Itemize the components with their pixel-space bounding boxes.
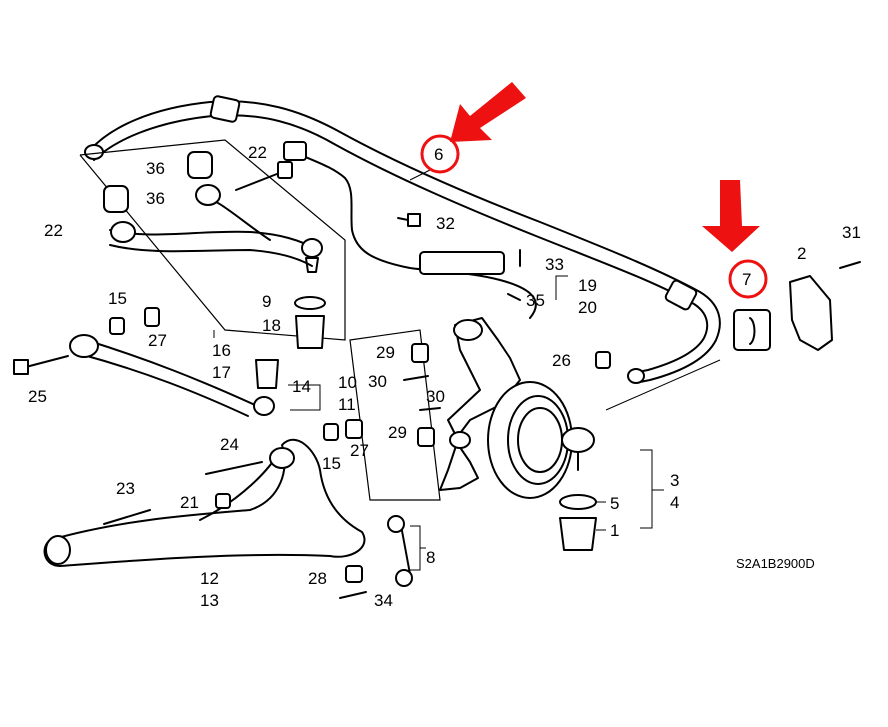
callout-labels: 6 7 36 36 22 22 32 33 19 20 35 31 2 9 18… [28, 143, 861, 610]
knuckle-hub [349, 317, 573, 501]
label-35: 35 [526, 291, 545, 310]
label-30a: 30 [368, 372, 387, 391]
label-15b: 15 [322, 454, 341, 473]
highlight-7 [702, 180, 768, 299]
label-27b: 27 [350, 441, 369, 460]
stabilizer-bushing [733, 261, 861, 351]
label-29a: 29 [376, 343, 395, 362]
label-27a: 27 [148, 331, 167, 350]
label-30b: 30 [426, 387, 445, 406]
label-15a: 15 [108, 289, 127, 308]
stabilizer-bar [84, 95, 721, 384]
callout-6: 6 [434, 145, 443, 164]
red-arrow-icon [450, 82, 526, 142]
label-4: 4 [670, 493, 679, 512]
label-9: 9 [262, 292, 271, 311]
red-arrow-icon [702, 180, 760, 252]
label-2: 2 [797, 244, 806, 263]
diagram-code: S2A1B2900D [736, 556, 815, 571]
label-36b: 36 [146, 189, 165, 208]
red-circle-icon [728, 259, 768, 299]
leader-lines [213, 169, 721, 571]
label-12: 12 [200, 569, 219, 588]
label-33: 33 [545, 255, 564, 274]
label-26: 26 [552, 351, 571, 370]
label-3: 3 [670, 471, 679, 490]
label-21: 21 [180, 493, 199, 512]
callout-7: 7 [742, 270, 751, 289]
upper-arm-assembly [79, 139, 346, 349]
label-25: 25 [28, 387, 47, 406]
highlight-6 [420, 82, 526, 174]
label-34: 34 [374, 591, 393, 610]
label-8: 8 [426, 548, 435, 567]
label-31: 31 [842, 223, 861, 242]
label-1: 1 [610, 521, 619, 540]
toe-link [13, 307, 279, 417]
label-10: 10 [338, 373, 357, 392]
label-20: 20 [578, 298, 597, 317]
label-24: 24 [220, 435, 239, 454]
label-13: 13 [200, 591, 219, 610]
label-11: 11 [338, 395, 356, 414]
abs-sensor-harness [283, 141, 537, 319]
ball-joint [559, 427, 597, 551]
label-5: 5 [610, 494, 619, 513]
label-17: 17 [212, 363, 231, 382]
label-23: 23 [116, 479, 135, 498]
lower-arm [43, 419, 366, 567]
label-18: 18 [262, 316, 281, 335]
label-14: 14 [292, 377, 311, 396]
label-22a: 22 [248, 143, 267, 162]
label-32: 32 [436, 214, 455, 233]
label-36a: 36 [146, 159, 165, 178]
label-19: 19 [578, 276, 597, 295]
stabilizer-link [339, 343, 611, 599]
label-28: 28 [308, 569, 327, 588]
red-circle-icon [420, 134, 460, 174]
label-22b: 22 [44, 221, 63, 240]
label-29b: 29 [388, 423, 407, 442]
label-16: 16 [212, 341, 231, 360]
